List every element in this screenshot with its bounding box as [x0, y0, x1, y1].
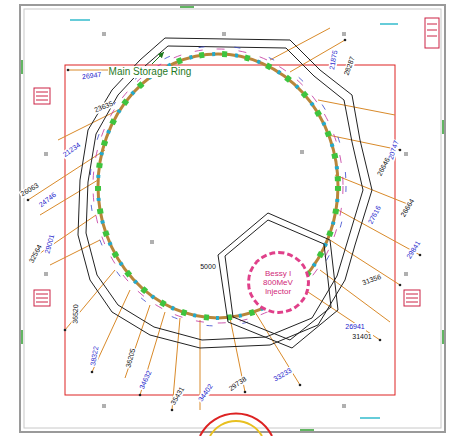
- dimension-number: 23635: [93, 99, 116, 114]
- dimension-number: 26063: [19, 181, 42, 199]
- dimension-number: 26947: [81, 71, 103, 82]
- injector-ring: Bessy I 800MeV Injector: [247, 251, 310, 314]
- dimension-number: 36205: [124, 347, 137, 370]
- dimension-number: 29001: [43, 233, 56, 256]
- dimension-number: 29738: [227, 375, 249, 394]
- dimension-number: 34402: [197, 382, 216, 404]
- dimension-number: 32564: [27, 243, 44, 266]
- dimension-number: 33233: [272, 366, 295, 384]
- dimension-number: 35431: [169, 385, 187, 408]
- dimension-number: 21875: [328, 49, 340, 72]
- dimension-number: 26664: [399, 197, 417, 220]
- injector-label: Bessy I 800MeV Injector: [256, 269, 300, 296]
- dimension-number: 26646: [375, 156, 392, 179]
- dimension-number: 36520: [72, 303, 81, 325]
- dimension-number: 26941: [344, 323, 365, 331]
- dimension-number: 31356: [361, 273, 384, 288]
- dimension-number: 28287: [343, 55, 358, 78]
- dimension-number: 27616: [366, 204, 383, 227]
- ring-label: Main Storage Ring: [108, 66, 193, 78]
- dimension-number: 34632: [138, 369, 154, 392]
- dimension-number: 29841: [405, 239, 423, 261]
- dimension-number: 31401: [351, 333, 372, 341]
- dimension-number: 24746: [37, 190, 59, 210]
- dimension-number: 5000: [199, 263, 217, 271]
- dimension-number: 21234: [61, 141, 83, 160]
